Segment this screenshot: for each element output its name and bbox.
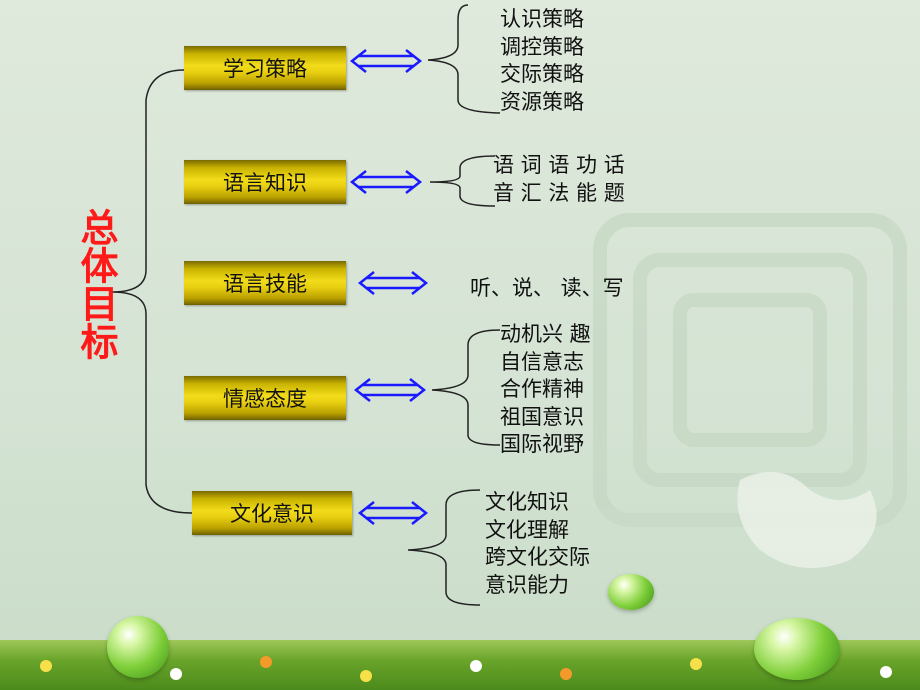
leaf-item: 自信意志 [500, 349, 584, 374]
brace-2 [429, 155, 496, 207]
leaf-item: 合作精神 [500, 377, 584, 401]
branch-box-affect-attitude: 情感态度 [184, 376, 346, 420]
double-arrow-icon [349, 170, 423, 194]
leaf-item: 国际视野 [500, 432, 584, 456]
flower-icon [560, 668, 572, 680]
brace-1 [427, 4, 501, 114]
leaf-list-language-knowledge: 语 词 语 功 话 音 汇 法 能 题 [493, 152, 625, 207]
leaf-item: 认识策略 [500, 7, 584, 31]
main-bracket [111, 69, 193, 514]
leaf-item: 意识能力 [485, 572, 569, 597]
leaf-list-affect-attitude: 动机兴 趣 自信意志 合作精神 祖国意识 国际视野 [500, 321, 591, 459]
branch-box-language-skills: 语言技能 [184, 261, 346, 305]
flower-icon [260, 656, 272, 668]
leaf-item: 语 词 语 功 话 [493, 153, 625, 177]
branch-box-learning-strategy: 学习策略 [184, 46, 346, 90]
leaf-item: 调控策略 [500, 34, 584, 59]
double-arrow-icon [353, 378, 427, 402]
leaf-item: 交际策略 [500, 62, 584, 86]
leaf-item: 听、说、 读、写 [470, 276, 624, 300]
leaf-item: 文化知识 [485, 490, 569, 514]
leaf-item: 跨文化交际 [485, 545, 590, 569]
brace-5 [407, 489, 481, 606]
brace-4 [431, 329, 501, 446]
bubble-icon [107, 616, 169, 678]
leaf-item: 文化理解 [485, 517, 569, 542]
double-arrow-icon [357, 501, 429, 525]
double-arrows [349, 49, 429, 525]
root-title: 总体目标 [74, 208, 118, 360]
flower-icon [690, 658, 702, 670]
branch-label: 文化意识 [230, 502, 314, 526]
flower-icon [880, 666, 892, 678]
leaf-list-cultural-awareness: 文化知识 文化理解 跨文化交际 意识能力 [485, 489, 590, 599]
leaf-list-language-skills: 听、说、 读、写 [470, 275, 624, 303]
double-arrow-icon [357, 271, 429, 295]
branch-label: 学习策略 [223, 57, 307, 81]
branch-box-cultural-awareness: 文化意识 [192, 491, 352, 535]
leaf-item: 祖国意识 [500, 404, 584, 429]
bubble-icon [608, 574, 654, 610]
flower-icon [360, 670, 372, 682]
flower-icon [170, 668, 182, 680]
branch-label: 情感态度 [223, 387, 307, 411]
branch-label: 语言知识 [223, 171, 307, 195]
leaf-item: 资源策略 [500, 89, 584, 114]
flower-icon [470, 660, 482, 672]
branch-label: 语言技能 [223, 272, 307, 296]
branch-box-language-knowledge: 语言知识 [184, 160, 346, 204]
leaf-item: 音 汇 法 能 题 [493, 180, 625, 205]
leaf-list-learning-strategy: 认识策略 调控策略 交际策略 资源策略 [500, 6, 584, 116]
bubble-icon [754, 618, 840, 680]
leaf-item: 动机兴 趣 [500, 322, 591, 346]
double-arrow-icon [349, 49, 423, 73]
flower-icon [40, 660, 52, 672]
